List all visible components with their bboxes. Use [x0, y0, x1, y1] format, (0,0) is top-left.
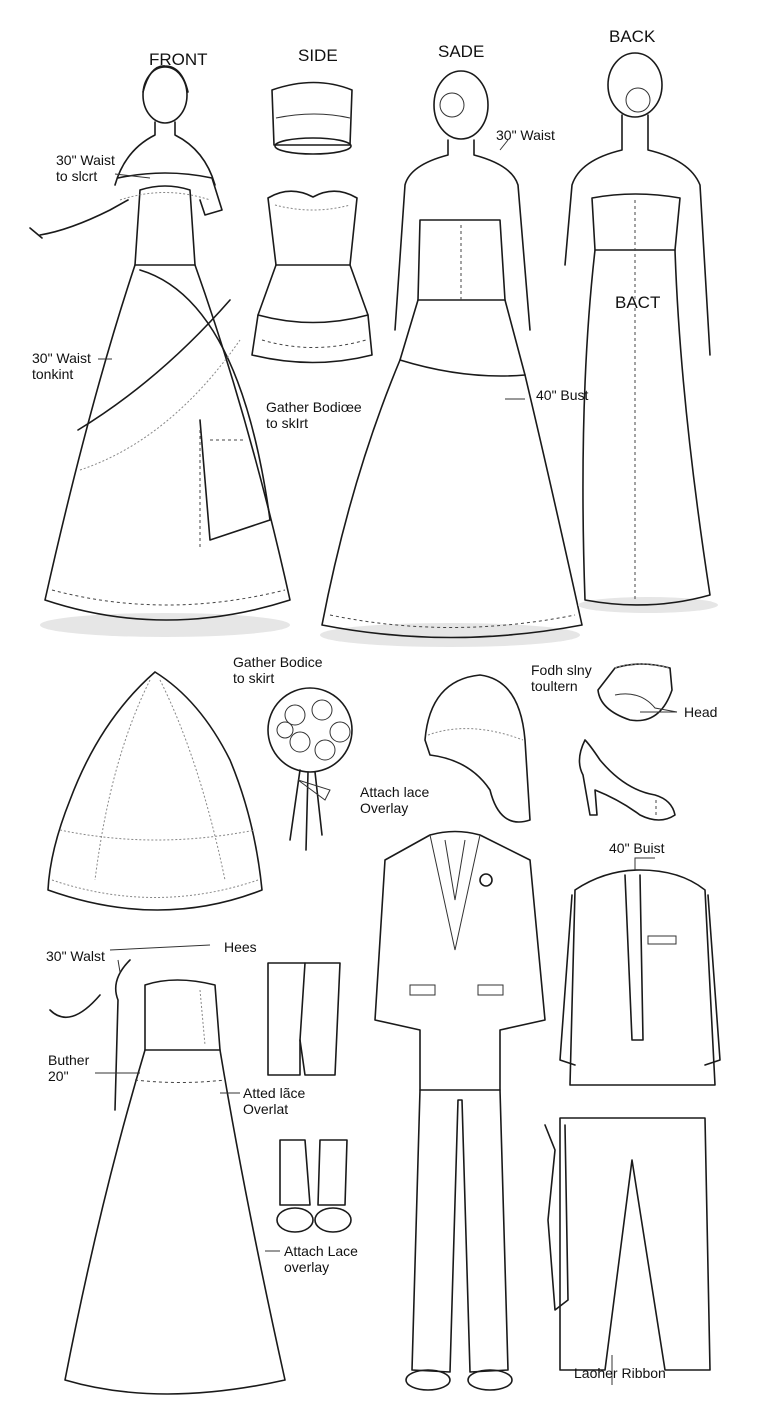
pump-shoe-figure — [578, 739, 676, 821]
annotation-jacket-bust: 40" Buist — [609, 840, 665, 856]
gown-strapless-figure — [49, 959, 286, 1395]
bouquet-figure — [267, 687, 353, 851]
annotation-gown2-lace: Atted lãce Overlat — [243, 1085, 306, 1117]
annotation-headpiece-pattern: Fodh slny toultern — [531, 662, 592, 694]
annotation-bouquet-gather: Gather Bodice to skirt — [233, 654, 323, 686]
suit-figure — [374, 830, 546, 1391]
view-label-front: FRONT — [149, 50, 208, 69]
annotation-gown2-buther: Buther 20" — [48, 1052, 90, 1084]
annotation-bouquet-lace: Attach lace Overlay — [360, 784, 430, 816]
jacket-back-figure — [559, 869, 721, 1086]
cap-figure — [424, 674, 531, 823]
annotation-headpiece-head: Head — [684, 704, 718, 720]
long-gloves-figure — [267, 962, 341, 1076]
side-bodice-figure — [251, 190, 373, 364]
annotation-gown2-waist: 30" Walst — [46, 948, 105, 964]
sash-trousers-figure — [544, 1117, 711, 1385]
annotation-pants-ribbon: Laoher Ribbon — [574, 1365, 666, 1381]
view-label-back: BACK — [609, 27, 656, 46]
annotation-gown2-hees: Hees — [224, 939, 257, 955]
veil-figure — [47, 671, 263, 911]
annotation-front-waist-top: 30" Waist to slcrt — [56, 152, 115, 184]
annotation-side-gather: Gather Bodiœe to skIrt — [266, 399, 362, 431]
sade-gown-figure — [320, 70, 583, 647]
annotation-sade-bust: 40" Bust — [536, 387, 589, 403]
view-label-back-alt: BACT — [615, 293, 661, 312]
short-gloves-figure — [276, 1139, 352, 1233]
view-label-side: SIDE — [298, 46, 338, 65]
side-hat-figure — [271, 81, 353, 155]
view-label-side-alt: SADE — [438, 42, 485, 61]
annotation-sade-waist: 30" Waist — [496, 127, 555, 143]
headband-figure — [597, 663, 678, 722]
annotation-gloves-lace: Attach Lace overlay — [284, 1243, 358, 1275]
front-gown-figure — [29, 65, 291, 637]
annotation-leaders — [95, 139, 677, 1252]
back-gown-figure — [564, 52, 718, 613]
annotation-front-waist-mid: 30" Waist tonkint — [32, 350, 91, 382]
